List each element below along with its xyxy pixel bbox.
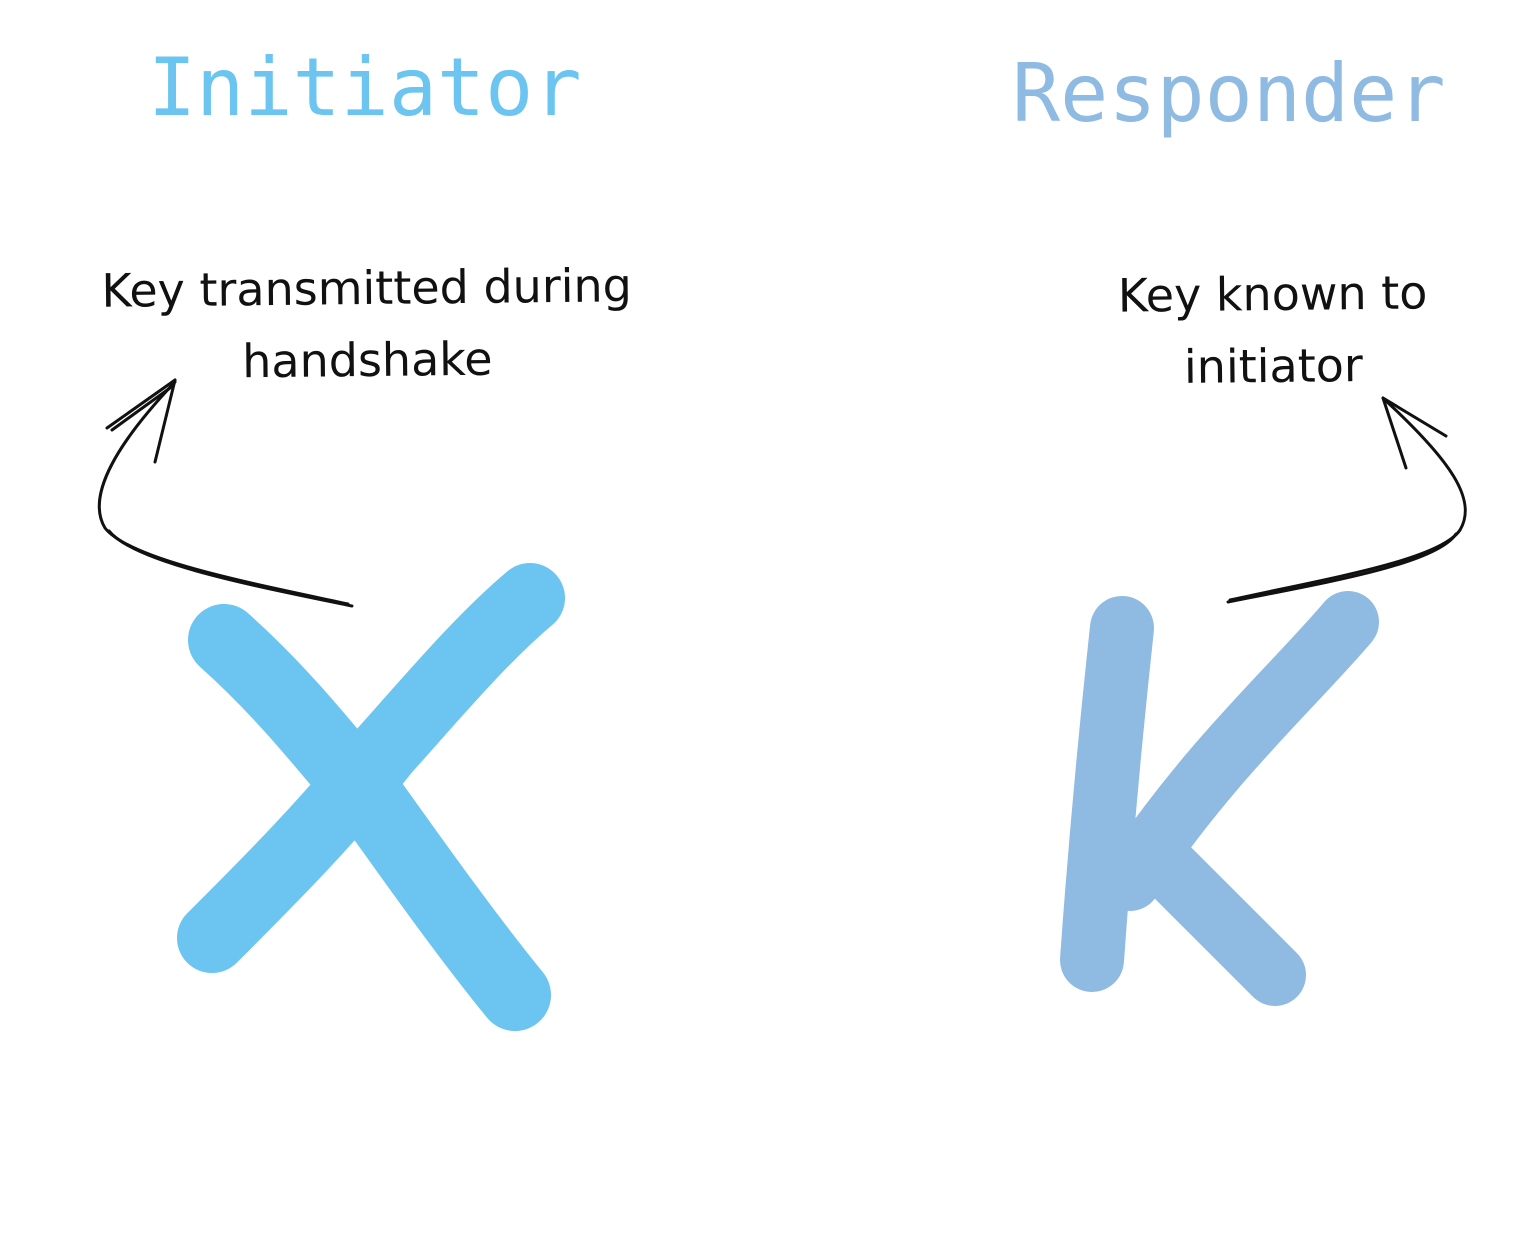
responder-annotation-line-2: initiator	[1183, 338, 1364, 394]
responder-annotation: Key known to initiator	[1067, 256, 1478, 404]
initiator-annotation: Key transmitted during handshake	[21, 248, 712, 399]
responder-k-glyph	[1060, 591, 1379, 1006]
initiator-x-glyph	[177, 563, 565, 1031]
initiator-annotation-line-2: handshake	[241, 331, 493, 389]
initiator-annotation-line-1: Key transmitted during	[101, 258, 633, 318]
initiator-arrow	[97, 378, 354, 608]
responder-arrow	[1226, 396, 1467, 604]
responder-title: Responder	[1012, 47, 1446, 140]
initiator-title: Initiator	[148, 41, 582, 134]
responder-annotation-line-1: Key known to	[1117, 265, 1428, 323]
